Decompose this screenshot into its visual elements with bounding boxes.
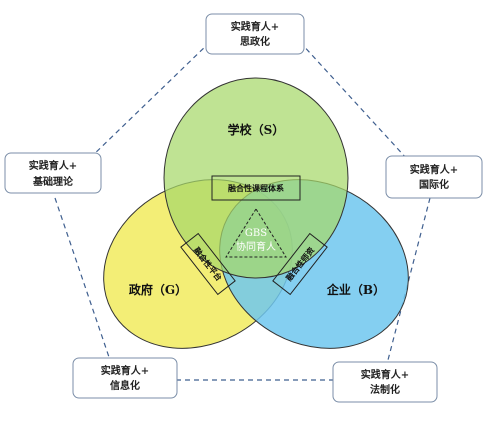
dashed-connectors [54,41,431,381]
center-triangle [225,208,287,258]
connector-right-bottomright [387,197,431,361]
school-label: 学校（S） [228,122,285,137]
center-text-line1: GBS [245,228,267,239]
node-bottom-left-line2: 信息化 [110,379,140,392]
connector-top-left [87,41,211,161]
node-top: 实践育人+ 思政化 [205,13,305,55]
node-left-line2: 基础理论 [32,175,74,188]
school-set [163,77,349,279]
node-right-line2: 国际化 [419,178,449,191]
node-left-line1: 实践育人+ [29,159,77,172]
node-right-line1: 实践育人+ [410,163,458,176]
inner-curriculum-text: 融合性课程体系 [228,183,284,193]
enterprise-label: 企业（B） [326,282,385,297]
node-bottom-right: 实践育人+ 法制化 [332,361,438,403]
node-bottom-left-line1: 实践育人+ [101,364,149,377]
node-bottom-right-line2: 法制化 [370,383,400,396]
node-top-line2: 思政化 [240,35,270,48]
node-bottom-right-line1: 实践育人+ [361,368,409,381]
node-left: 实践育人+ 基础理论 [4,152,102,194]
node-top-line1: 实践育人+ [231,20,279,33]
inner-curriculum-box: 融合性课程体系 [211,175,301,201]
node-right: 实践育人+ 国际化 [385,155,483,199]
connector-left-bottomleft [54,197,111,361]
center-text-line2: 协同育人 [236,240,276,253]
government-label: 政府（G） [129,282,187,297]
node-bottom-left: 实践育人+ 信息化 [72,357,178,399]
